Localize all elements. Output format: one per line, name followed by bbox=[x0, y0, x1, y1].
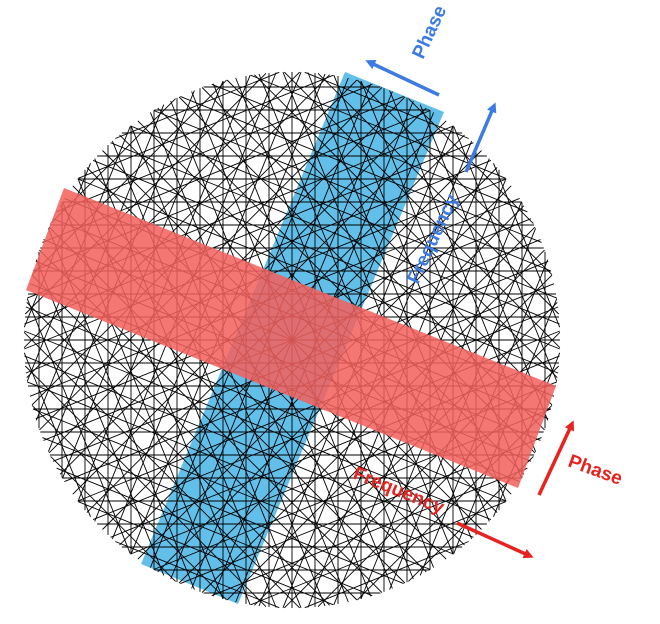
projection-line-163 bbox=[211, 467, 528, 597]
red-frequency-arrow bbox=[456, 521, 534, 559]
blue-phase-label: Phase bbox=[408, 2, 451, 62]
blue-frequency-label: Frequency bbox=[403, 191, 463, 287]
projection-line-161 bbox=[304, 541, 469, 609]
projection-line-181 bbox=[56, 83, 373, 213]
projection-line-182 bbox=[78, 74, 334, 179]
red-projection-band bbox=[26, 188, 556, 488]
red-phase-arrow bbox=[537, 420, 575, 496]
projection-line-183 bbox=[115, 71, 280, 139]
projection-line-143 bbox=[226, 274, 553, 601]
projection-line-162 bbox=[250, 501, 506, 606]
blue-phase-arrow bbox=[365, 60, 440, 97]
red-phase-label: Phase bbox=[565, 451, 625, 490]
blue-frequency-arrow bbox=[464, 102, 497, 173]
